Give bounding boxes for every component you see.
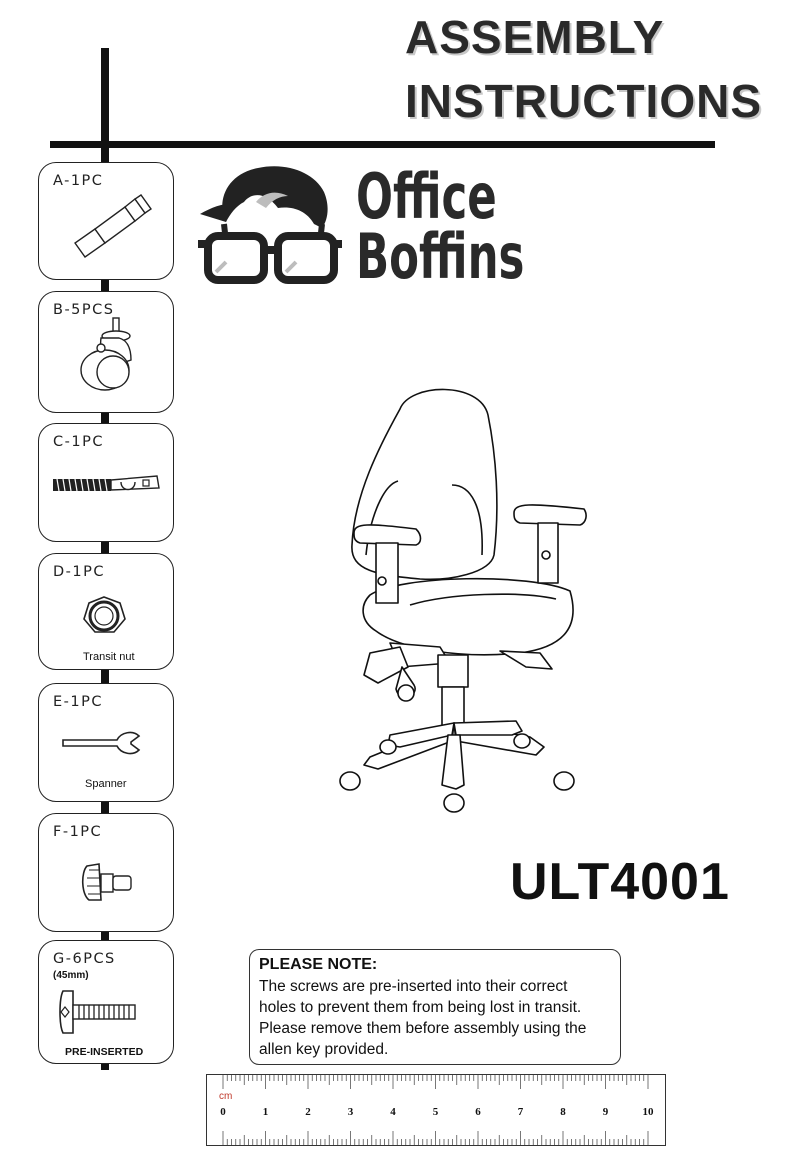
note-box: PLEASE NOTE: The screws are pre-inserted…	[249, 949, 621, 1065]
part-caption: Spanner	[85, 778, 127, 790]
ruler-number: 7	[518, 1106, 524, 1118]
note-heading: PLEASE NOTE:	[259, 956, 378, 973]
ruler-unit: cm	[219, 1091, 233, 1102]
part-caption: PRE-INSERTED	[65, 1046, 144, 1058]
part-caption: Transit nut	[83, 651, 135, 663]
part-sub-label: (45mm)	[53, 970, 89, 981]
knob-icon	[81, 863, 132, 901]
model-number: ULT4001	[510, 853, 730, 911]
part-box-a: A-1PC	[38, 162, 174, 280]
brand-line-1: Office	[356, 160, 497, 233]
hex-nut-icon	[83, 596, 126, 633]
boffin-logo-icon	[198, 166, 342, 284]
title-line-1: ASSEMBLY	[405, 11, 665, 63]
part-label: C-1PC	[53, 434, 104, 450]
ruler-number: 10	[643, 1106, 655, 1118]
part-box-b: B-5PCS	[38, 291, 174, 413]
part-box-d: D-1PC Transit nut	[38, 553, 174, 670]
ruler-number: 9	[603, 1106, 609, 1118]
ruler-number: 5	[433, 1106, 439, 1118]
spanner-icon	[62, 731, 141, 755]
note-line: Please remove them before assembly using…	[259, 1020, 587, 1037]
title-line-2: INSTRUCTIONS	[405, 75, 762, 127]
part-label: F-1PC	[53, 824, 103, 840]
part-box-e: E-1PC Spanner	[38, 683, 174, 802]
centimetre-ruler: 0 1 2 3 4 5 6 7 8 9 10 cm	[206, 1074, 666, 1146]
part-label: G-6PCS	[53, 951, 116, 967]
part-box-g: G-6PCS (45mm) PRE-INSERTED	[38, 940, 174, 1064]
screw-icon	[59, 990, 136, 1034]
part-box-f: F-1PC	[38, 813, 174, 932]
ruler-number: 6	[475, 1106, 481, 1118]
office-chair-illustration	[339, 388, 587, 813]
ruler-number: 0	[220, 1106, 226, 1118]
part-label: E-1PC	[53, 694, 103, 710]
ruler-number: 8	[560, 1106, 566, 1118]
spring-rod-icon	[53, 475, 160, 492]
ruler-number: 1	[263, 1106, 269, 1118]
part-box-c: C-1PC	[38, 423, 174, 542]
castor-wheel-icon	[80, 317, 132, 391]
part-label: B-5PCS	[53, 302, 115, 318]
brand-line-2: Boffins	[356, 220, 525, 293]
part-label: A-1PC	[53, 173, 104, 189]
horizontal-rule	[50, 141, 715, 148]
ruler-number: 2	[305, 1106, 311, 1118]
ruler-number: 3	[348, 1106, 354, 1118]
part-label: D-1PC	[53, 564, 105, 580]
note-line: holes to prevent them from being lost in…	[259, 999, 582, 1016]
ruler-number: 4	[390, 1106, 396, 1118]
note-line: allen key provided.	[259, 1041, 389, 1058]
gas-lift-icon	[74, 194, 152, 258]
ruler-ticks: 0 1 2 3 4 5 6 7 8 9 10	[220, 1075, 655, 1145]
note-line: The screws are pre-inserted into their c…	[259, 978, 568, 995]
